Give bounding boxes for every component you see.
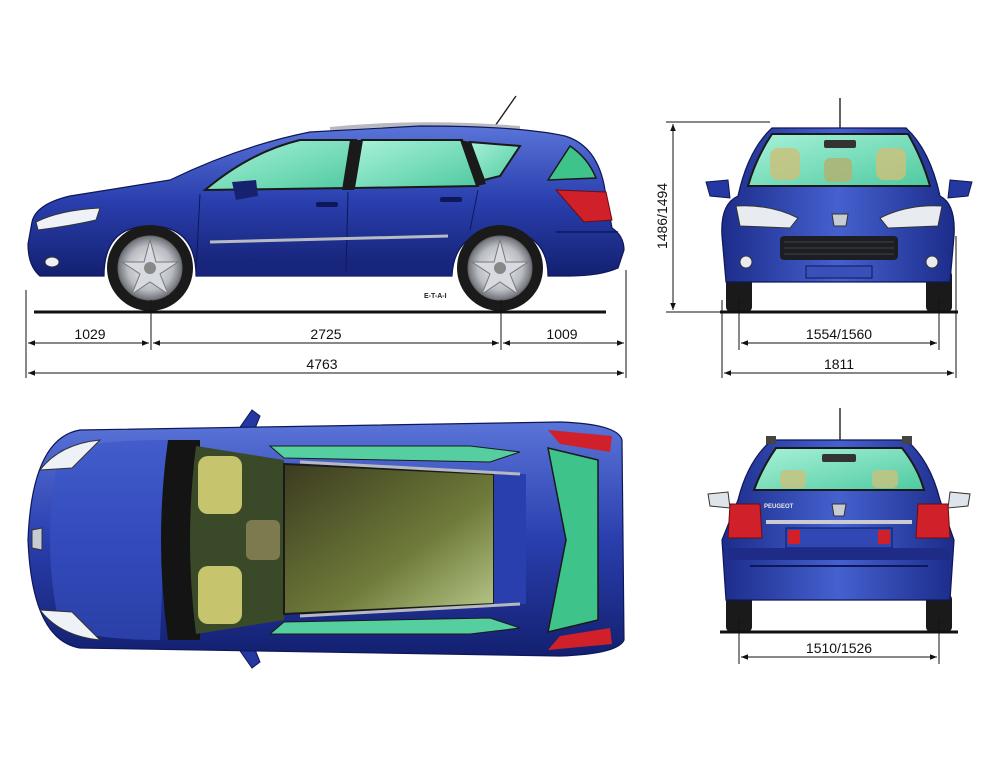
front-dimensions (666, 121, 957, 378)
side-window-rear (352, 139, 480, 190)
rear-badge: PEUGEOT (764, 504, 794, 510)
front-left-mirror (705, 179, 731, 199)
rear-view: PEUGEOT (707, 408, 971, 634)
front-track-label: 1554/1560 (806, 326, 872, 342)
side-headlight (35, 207, 101, 231)
credit-mark: E-T-A-I (424, 293, 447, 300)
rear-overhang-label: 1009 (546, 326, 577, 342)
side-tail-light (554, 189, 613, 223)
top-tail-light-left (548, 430, 612, 452)
wheelbase-label: 2725 (310, 326, 341, 342)
front-left-headlight (735, 205, 799, 229)
front-right-mirror (947, 179, 973, 199)
side-mirror (232, 180, 258, 200)
top-headlight-left (38, 439, 102, 471)
top-headlight-right (38, 609, 102, 641)
side-window-tailgate (546, 144, 598, 181)
side-rear-wheel (457, 225, 543, 311)
side-front-wheel (107, 225, 193, 311)
rear-left-tail-light (727, 503, 763, 539)
rear-right-mirror (947, 491, 971, 509)
rear-dimensions (738, 620, 940, 664)
rear-right-tail-light (915, 503, 951, 539)
overall-width-label: 1811 (824, 356, 854, 372)
length-dimensions (25, 270, 627, 378)
height-label: 1486/1494 (654, 183, 670, 249)
side-view: E-T-A-I (27, 95, 625, 314)
side-window-front (202, 139, 358, 192)
front-right-headlight (879, 205, 943, 229)
front-overhang-label: 1029 (74, 326, 105, 342)
top-rear-window (547, 446, 599, 634)
rear-track-label: 1510/1526 (806, 640, 872, 656)
front-view (705, 98, 973, 314)
top-tail-light-right (548, 628, 612, 650)
top-glass-roof (283, 462, 495, 616)
overall-length-label: 4763 (306, 356, 337, 372)
top-view (27, 409, 625, 669)
rear-left-mirror (707, 491, 731, 509)
